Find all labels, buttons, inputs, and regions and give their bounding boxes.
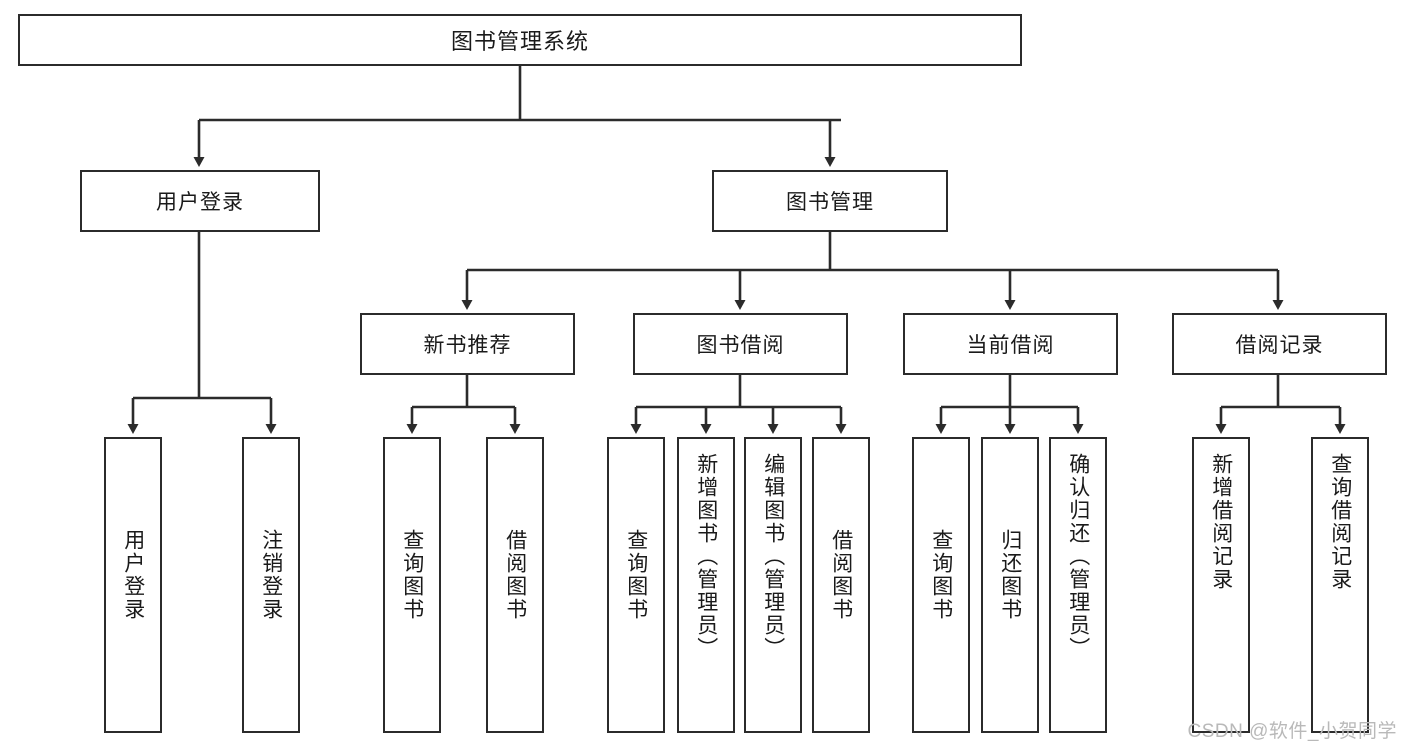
node-borrow-records[interactable]: 借阅记录 xyxy=(1172,313,1387,375)
node-user-login[interactable]: 用户登录 xyxy=(80,170,320,232)
leaf-records-query-record[interactable]: 查询借阅记录 xyxy=(1311,437,1369,733)
node-label: 新书推荐 xyxy=(423,334,512,357)
node-label: 新增借阅记录 xyxy=(1209,453,1233,591)
leaf-borrow-borrow-book[interactable]: 借阅图书 xyxy=(812,437,870,733)
leaf-current-return-book[interactable]: 归还图书 xyxy=(981,437,1039,733)
node-label: 归还图书 xyxy=(998,529,1022,621)
node-label: 当前借阅 xyxy=(966,334,1055,357)
node-label: 查询图书 xyxy=(624,529,648,621)
leaf-borrow-query-book[interactable]: 查询图书 xyxy=(607,437,665,733)
node-label: 查询借阅记录 xyxy=(1328,453,1352,591)
leaf-new-book-borrow[interactable]: 借阅图书 xyxy=(486,437,544,733)
node-label: 用户登录 xyxy=(156,191,244,214)
leaf-user-login-signout[interactable]: 注销登录 xyxy=(242,437,300,733)
node-label: 借阅记录 xyxy=(1235,334,1324,357)
node-label: 查询图书 xyxy=(400,529,424,621)
node-label: 图书管理 xyxy=(786,191,874,214)
node-label: 用户登录 xyxy=(121,529,145,621)
leaf-user-login-signin[interactable]: 用户登录 xyxy=(104,437,162,733)
node-label: 图书管理系统 xyxy=(450,29,589,54)
leaf-current-confirm-return-admin[interactable]: 确认归还（管理员） xyxy=(1049,437,1107,733)
node-new-book-recommend[interactable]: 新书推荐 xyxy=(360,313,575,375)
node-label: 编辑图书（管理员） xyxy=(761,453,785,660)
node-label: 确认归还（管理员） xyxy=(1066,453,1090,660)
watermark: CSDN @软件_小贺同学 xyxy=(1187,721,1397,742)
node-label: 注销登录 xyxy=(259,529,283,621)
node-label: 查询图书 xyxy=(929,529,953,621)
node-book-borrow[interactable]: 图书借阅 xyxy=(633,313,848,375)
node-current-borrow[interactable]: 当前借阅 xyxy=(903,313,1118,375)
node-label: 借阅图书 xyxy=(829,529,853,621)
leaf-borrow-edit-book-admin[interactable]: 编辑图书（管理员） xyxy=(744,437,802,733)
node-root-system[interactable]: 图书管理系统 xyxy=(18,14,1022,66)
leaf-current-query-book[interactable]: 查询图书 xyxy=(912,437,970,733)
node-book-management[interactable]: 图书管理 xyxy=(712,170,948,232)
node-label: 图书借阅 xyxy=(696,334,785,357)
leaf-new-book-query[interactable]: 查询图书 xyxy=(383,437,441,733)
node-label: 新增图书（管理员） xyxy=(694,453,718,660)
leaf-borrow-add-book-admin[interactable]: 新增图书（管理员） xyxy=(677,437,735,733)
leaf-records-add-record[interactable]: 新增借阅记录 xyxy=(1192,437,1250,733)
node-label: 借阅图书 xyxy=(503,529,527,621)
